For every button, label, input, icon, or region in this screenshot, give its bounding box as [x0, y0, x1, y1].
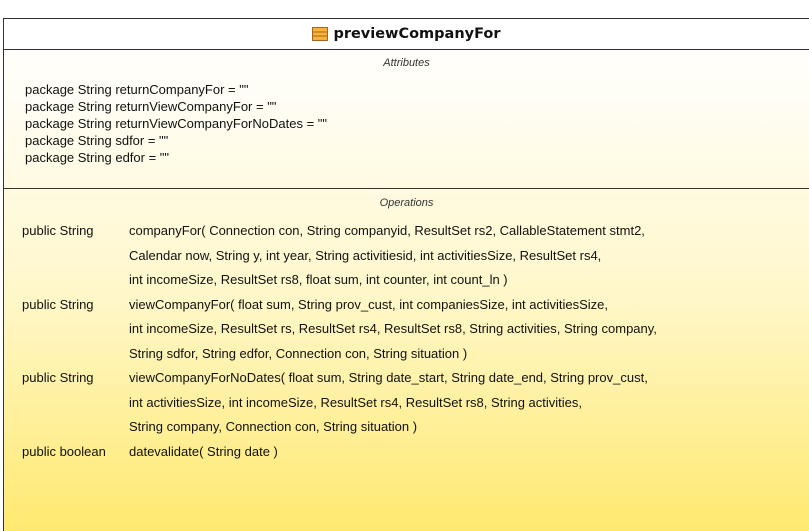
operation-text: int incomeSize, ResultSet rs8, float sum… [129, 272, 508, 287]
operation-text: Calendar now, String y, int year, String… [129, 247, 602, 263]
operation-text: int activitiesSize, int incomeSize, Resu… [129, 394, 583, 410]
operation-text: int incomeSize, ResultSet rs, ResultSet … [129, 321, 657, 336]
attributes-compartment: Attributes package String returnCompanyF… [4, 50, 809, 189]
operations-compartment: Operations public String companyFor( Conn… [4, 189, 809, 464]
operation-text: viewCompanyFor( float sum, String prov_c… [129, 296, 609, 312]
attribute-item[interactable]: package String returnViewCompanyForNoDat… [25, 116, 327, 131]
operation-signature: public boolean [22, 443, 106, 459]
attribute-item[interactable]: package String edfor = "" [25, 150, 170, 165]
operation-item[interactable]: public String companyFor( Connection con,… [22, 219, 809, 244]
operations-title: Operations [379, 197, 434, 209]
operation-continuation[interactable]: String company, Connection con, String s… [22, 415, 809, 440]
operation-list: public String companyFor( Connection con,… [4, 219, 809, 464]
operation-text: companyFor( Connection con, String compa… [129, 223, 645, 238]
attributes-title: Attributes [383, 57, 430, 69]
operation-continuation[interactable]: int incomeSize, ResultSet rs, ResultSet … [22, 317, 809, 342]
operation-signature: public String [22, 223, 94, 238]
operation-signature: public String [22, 296, 94, 312]
operation-text: datevalidate( String date ) [129, 443, 278, 459]
uml-class-box[interactable]: previewCompanyFor Attributes package Str… [3, 18, 809, 531]
operation-continuation[interactable]: int incomeSize, ResultSet rs8, float sum… [22, 268, 809, 293]
operation-item[interactable]: public boolean datevalidate( String date … [22, 440, 809, 465]
operation-continuation[interactable]: int activitiesSize, int incomeSize, Resu… [22, 391, 809, 416]
operation-text: String company, Connection con, String s… [129, 419, 418, 434]
operation-continuation[interactable]: String sdfor, String edfor, Connection c… [22, 342, 809, 367]
class-header[interactable]: previewCompanyFor [4, 19, 809, 50]
attribute-item[interactable]: package String sdfor = "" [25, 133, 169, 148]
operation-signature: public String [22, 370, 94, 385]
attribute-item[interactable]: package String returnViewCompanyFor = "" [25, 99, 277, 114]
attribute-item[interactable]: package String returnCompanyFor = "" [25, 82, 249, 97]
operation-continuation[interactable]: Calendar now, String y, int year, String… [22, 244, 809, 269]
attribute-list: package String returnCompanyFor = "" pack… [4, 81, 809, 166]
class-icon [312, 27, 329, 41]
operation-text: String sdfor, String edfor, Connection c… [129, 345, 468, 361]
operation-item[interactable]: public String viewCompanyFor( float sum, … [22, 293, 809, 318]
operation-text: viewCompanyForNoDates( float sum, String… [129, 370, 648, 385]
class-name: previewCompanyFor [333, 26, 501, 42]
operation-item[interactable]: public String viewCompanyForNoDates( floa… [22, 366, 809, 391]
